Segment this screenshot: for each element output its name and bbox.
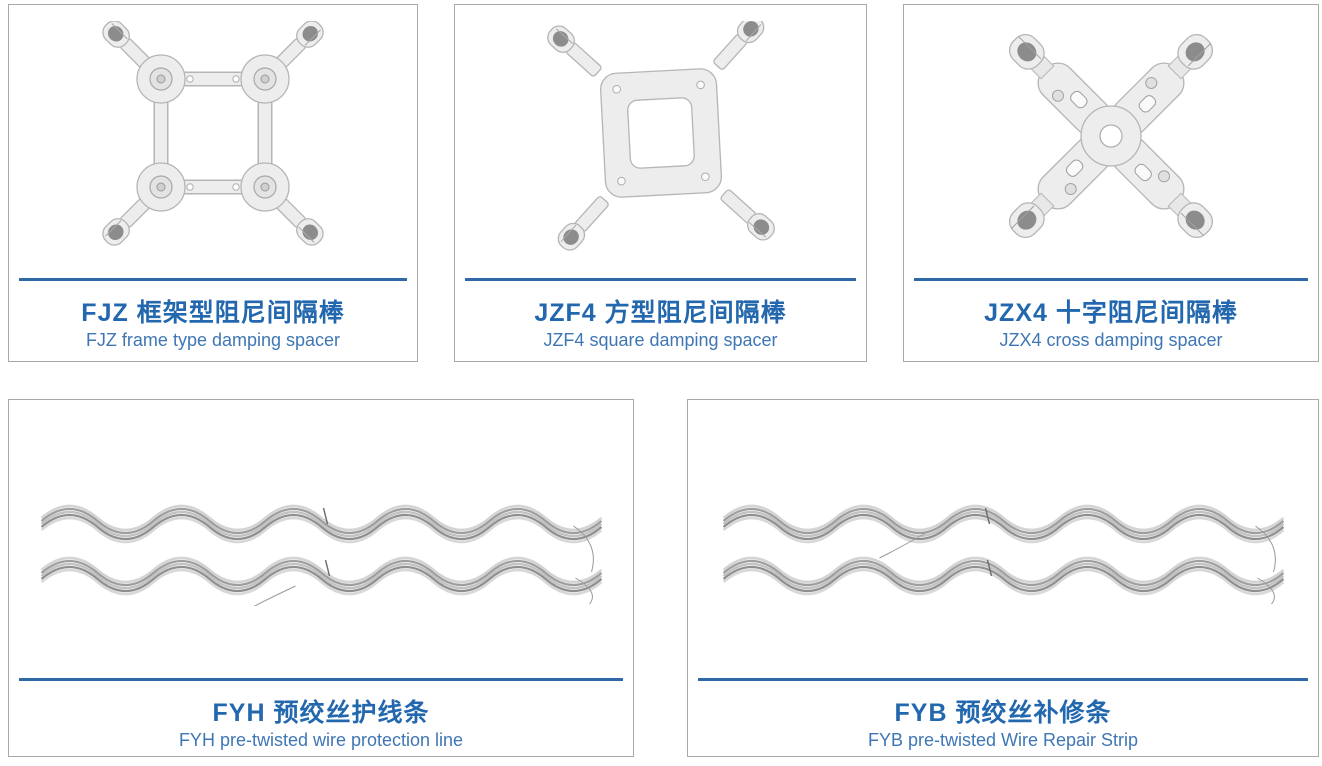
title-divider (465, 278, 856, 281)
product-title-cn: JZF4 方型阻尼间隔棒 (534, 299, 787, 327)
fyb-pre-twisted-wire-image (722, 504, 1285, 605)
fyh-pre-twisted-wire-image (40, 504, 603, 606)
product-title-cn: FJZ 框架型阻尼间隔棒 (81, 299, 345, 327)
wire-bundle-top (722, 504, 1285, 573)
product-title-en: FYB pre-twisted Wire Repair Strip (867, 730, 1139, 750)
product-title-en: FJZ frame type damping spacer (85, 330, 341, 350)
product-title-en: JZF4 square damping spacer (543, 330, 778, 350)
product-card-fjz[interactable]: FJZ 框架型阻尼间隔棒 FJZ frame type damping spac… (8, 4, 418, 362)
title-divider (19, 678, 623, 681)
title-divider (698, 678, 1308, 681)
title-divider (19, 278, 407, 281)
wire-bundle-bottom (40, 556, 603, 606)
fjz-frame-damping-spacer-image (98, 21, 328, 250)
title-divider (914, 278, 1308, 281)
wire-bundle-bottom (722, 556, 1285, 605)
product-card-fyb[interactable]: FYB 预绞丝补修条 FYB pre-twisted Wire Repair S… (687, 399, 1319, 757)
product-card-fyh[interactable]: FYH 预绞丝护线条 FYH pre-twisted wire protecti… (8, 399, 634, 757)
product-title-cn: JZX4 十字阻尼间隔棒 (984, 299, 1238, 327)
jzf4-square-damping-spacer-image (542, 21, 779, 251)
product-title-cn: FYB 预绞丝补修条 (894, 699, 1112, 727)
wire-bundle-top (40, 504, 603, 573)
product-title-cn: FYH 预绞丝护线条 (212, 699, 430, 727)
product-title-en: JZX4 cross damping spacer (999, 330, 1223, 350)
product-card-jzf4[interactable]: JZF4 方型阻尼间隔棒 JZF4 square damping spacer (454, 4, 867, 362)
product-title-en: FYH pre-twisted wire protection line (178, 730, 464, 750)
jzx4-cross-damping-spacer-image (1000, 25, 1222, 247)
product-card-jzx4[interactable]: JZX4 十字阻尼间隔棒 JZX4 cross damping spacer (903, 4, 1319, 362)
